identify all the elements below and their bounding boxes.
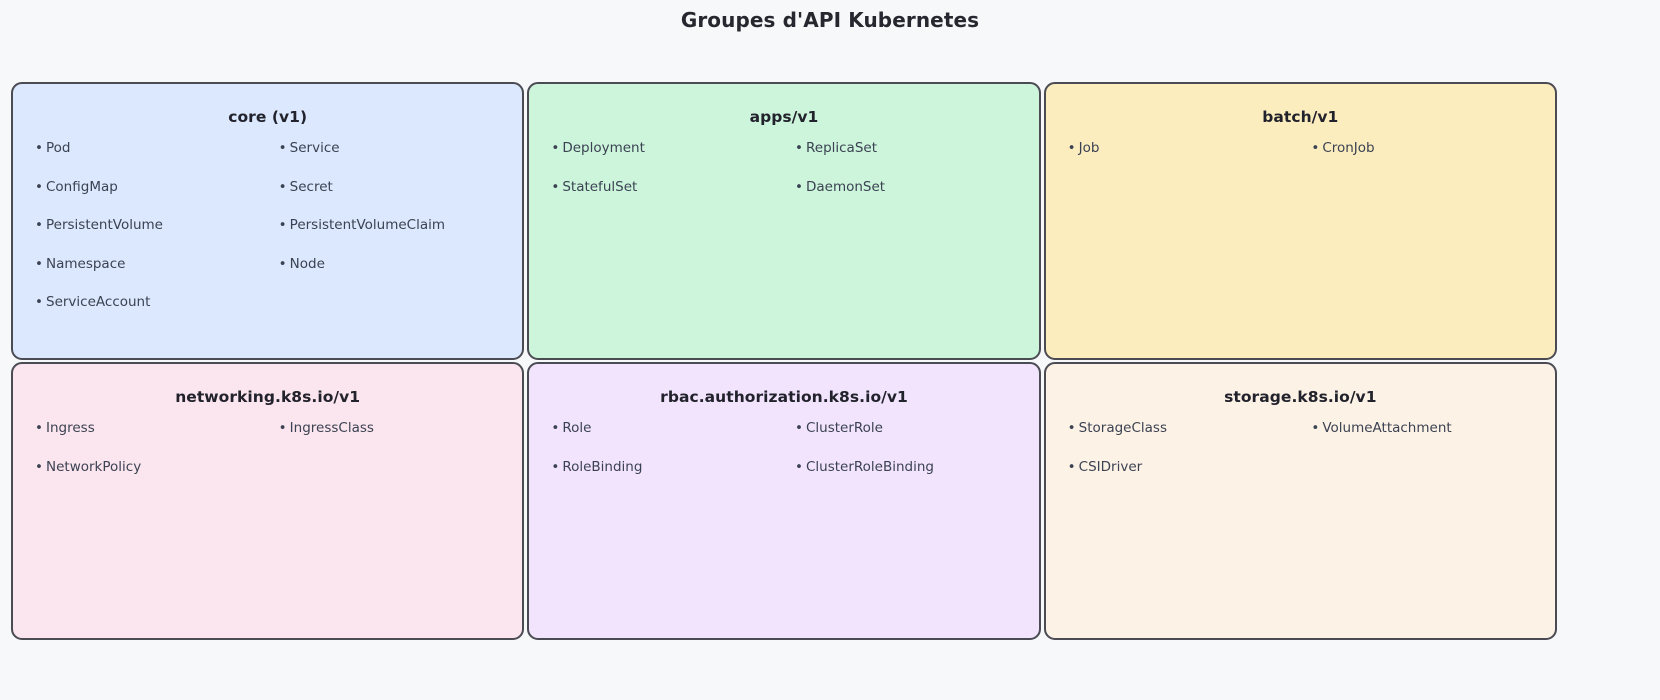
api-group-card-rbac-authorization-k8s-io-v1[interactable]: rbac.authorization.k8s.io/v1•Role•Cluste…: [527, 362, 1041, 640]
api-resource-item[interactable]: •DaemonSet: [795, 179, 1039, 218]
bullet-icon: •: [1067, 420, 1076, 436]
api-group-title: batch/v1: [1262, 108, 1339, 126]
bullet-icon: •: [551, 140, 560, 156]
api-resource-list: •StorageClass•VolumeAttachment•CSIDriver: [1046, 420, 1555, 497]
api-resource-label: PersistentVolumeClaim: [289, 217, 445, 233]
api-resource-label: Job: [1078, 140, 1100, 156]
api-resource-label: IngressClass: [289, 420, 374, 436]
bullet-icon: •: [551, 458, 560, 475]
api-group-title: core (v1): [228, 108, 308, 126]
bullet-icon: •: [278, 178, 287, 195]
api-resource-item[interactable]: •PersistentVolume: [35, 217, 279, 256]
bullet-icon: •: [35, 458, 43, 475]
api-resource-label: RoleBinding: [562, 458, 643, 475]
api-resource-item[interactable]: •Ingress: [35, 420, 279, 459]
api-resource-item[interactable]: •NetworkPolicy: [35, 459, 279, 498]
bullet-icon: •: [551, 420, 560, 436]
bullet-icon: •: [278, 140, 287, 156]
api-resource-label: Namespace: [46, 255, 126, 272]
api-resource-label: CSIDriver: [1078, 458, 1143, 475]
bullet-icon: •: [35, 420, 43, 436]
api-resource-label: StatefulSet: [562, 178, 638, 195]
api-resource-list: •Ingress•IngressClass•NetworkPolicy: [13, 420, 522, 497]
api-resource-item[interactable]: •Service: [279, 140, 523, 179]
bullet-icon: •: [35, 294, 43, 310]
bullet-icon: •: [35, 217, 43, 233]
api-groups-grid: core (v1)•Pod•Service•ConfigMap•Secret•P…: [11, 82, 1557, 640]
api-resource-label: ReplicaSet: [805, 140, 877, 156]
bullet-icon: •: [35, 178, 43, 195]
api-group-title: rbac.authorization.k8s.io/v1: [660, 388, 908, 406]
api-resource-label: Role: [562, 420, 592, 436]
api-group-card-core-v1[interactable]: core (v1)•Pod•Service•ConfigMap•Secret•P…: [11, 82, 525, 360]
api-resource-label: Deployment: [562, 140, 645, 156]
bullet-icon: •: [1067, 140, 1076, 156]
api-resource-label: Service: [289, 140, 340, 156]
bullet-icon: •: [794, 420, 803, 436]
bullet-icon: •: [278, 420, 287, 436]
api-resource-label: StorageClass: [1078, 420, 1167, 436]
api-resource-list: •Pod•Service•ConfigMap•Secret•Persistent…: [13, 140, 522, 333]
bullet-icon: •: [551, 178, 560, 195]
bullet-icon: •: [1311, 140, 1320, 156]
api-resource-item[interactable]: •Job: [1068, 140, 1312, 179]
api-resource-item[interactable]: •Secret: [279, 179, 523, 218]
api-group-card-batch-v1[interactable]: batch/v1•Job•CronJob: [1043, 82, 1557, 360]
api-resource-label: Pod: [46, 140, 71, 156]
api-resource-item[interactable]: •ConfigMap: [35, 179, 279, 218]
bullet-icon: •: [1311, 420, 1320, 436]
api-resource-item[interactable]: •VolumeAttachment: [1311, 420, 1555, 459]
api-resource-item[interactable]: •Pod: [35, 140, 279, 179]
api-resource-item[interactable]: •RoleBinding: [551, 459, 795, 498]
api-resource-label: ClusterRoleBinding: [805, 458, 935, 475]
api-resource-list: •Job•CronJob: [1046, 140, 1555, 179]
api-resource-label: VolumeAttachment: [1322, 420, 1452, 436]
bullet-icon: •: [278, 255, 287, 272]
api-resource-item[interactable]: •StatefulSet: [551, 179, 795, 218]
api-group-title: apps/v1: [749, 108, 819, 126]
api-resource-label: Ingress: [46, 420, 95, 436]
api-resource-label: NetworkPolicy: [46, 458, 142, 475]
page-title: Groupes d'API Kubernetes: [680, 8, 980, 32]
bullet-icon: •: [35, 255, 43, 272]
bullet-icon: •: [278, 217, 287, 233]
bullet-icon: •: [794, 178, 803, 195]
api-resource-item[interactable]: •Node: [279, 256, 523, 295]
api-resource-label: CronJob: [1322, 140, 1375, 156]
api-resource-item[interactable]: •PersistentVolumeClaim: [279, 217, 523, 256]
api-resource-item[interactable]: •Deployment: [551, 140, 795, 179]
api-resource-item[interactable]: •Role: [551, 420, 795, 459]
bullet-icon: •: [1067, 458, 1076, 475]
api-group-title: storage.k8s.io/v1: [1224, 388, 1377, 406]
api-group-card-networking-k8s-io-v1[interactable]: networking.k8s.io/v1•Ingress•IngressClas…: [11, 362, 525, 640]
api-resource-label: ServiceAccount: [46, 294, 151, 310]
api-resource-item[interactable]: •IngressClass: [279, 420, 523, 459]
api-resource-list: •Deployment•ReplicaSet•StatefulSet•Daemo…: [529, 140, 1038, 217]
api-resource-label: Node: [289, 255, 325, 272]
api-resource-list: •Role•ClusterRole•RoleBinding•ClusterRol…: [529, 420, 1038, 497]
api-resource-label: PersistentVolume: [46, 217, 163, 233]
api-resource-item[interactable]: •ServiceAccount: [35, 294, 279, 333]
bullet-icon: •: [794, 458, 803, 475]
api-resource-label: ConfigMap: [46, 178, 118, 195]
api-resource-item[interactable]: •ClusterRoleBinding: [795, 459, 1039, 498]
api-group-card-storage-k8s-io-v1[interactable]: storage.k8s.io/v1•StorageClass•VolumeAtt…: [1043, 362, 1557, 640]
api-group-card-apps-v1[interactable]: apps/v1•Deployment•ReplicaSet•StatefulSe…: [527, 82, 1041, 360]
api-resource-label: Secret: [289, 178, 333, 195]
api-resource-item[interactable]: •StorageClass: [1068, 420, 1312, 459]
api-resource-item[interactable]: •ReplicaSet: [795, 140, 1039, 179]
bullet-icon: •: [794, 140, 803, 156]
api-resource-item[interactable]: •CSIDriver: [1068, 459, 1312, 498]
api-group-title: networking.k8s.io/v1: [175, 388, 361, 406]
api-resource-item[interactable]: •CronJob: [1311, 140, 1555, 179]
api-resource-label: DaemonSet: [805, 178, 886, 195]
bullet-icon: •: [35, 140, 43, 156]
api-resource-item[interactable]: •Namespace: [35, 256, 279, 295]
api-resource-item[interactable]: •ClusterRole: [795, 420, 1039, 459]
api-resource-label: ClusterRole: [805, 420, 883, 436]
